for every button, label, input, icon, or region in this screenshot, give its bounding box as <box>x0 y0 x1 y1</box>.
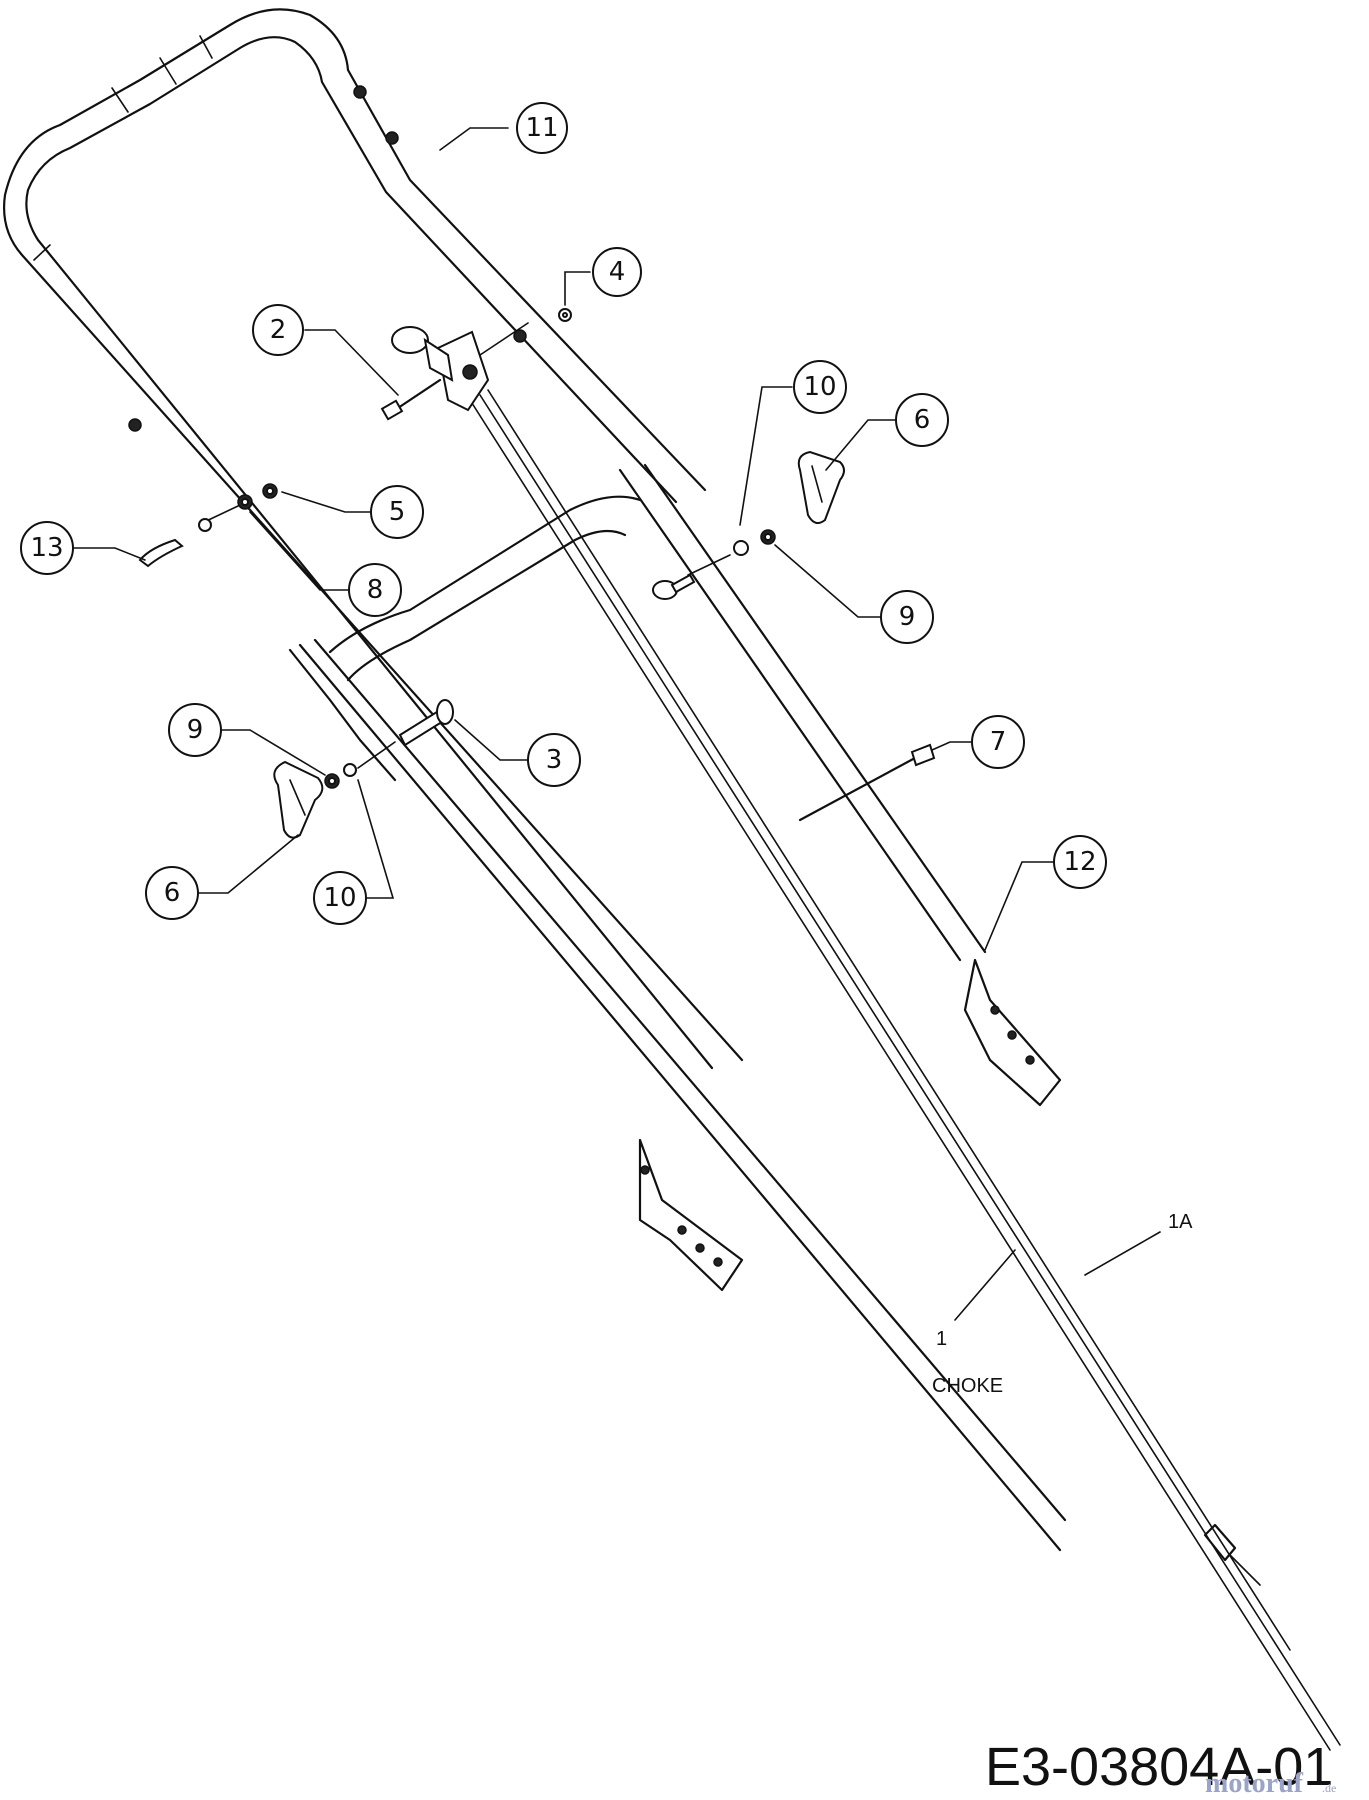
label-1a: 1A <box>1168 1211 1193 1233</box>
watermark-suffix: .de <box>1322 1781 1336 1795</box>
callout-6-right: 6 <box>825 393 949 471</box>
cable-tie <box>798 743 936 822</box>
callout-9-right: 9 <box>774 544 934 644</box>
callout-10-right: 10 <box>739 360 847 526</box>
choke-control <box>380 308 572 421</box>
label-1: 1 <box>936 1328 947 1350</box>
callout-number: 10 <box>323 883 356 913</box>
callout-number: 3 <box>546 745 563 775</box>
callout-6-left: 6 <box>145 834 299 920</box>
right-hardware <box>652 450 845 600</box>
callout-number: 7 <box>990 727 1007 757</box>
callout-number: 12 <box>1063 847 1096 877</box>
callout-number: 2 <box>270 315 287 345</box>
cable-labels: 1A 1 CHOKE <box>932 1211 1193 1397</box>
choke-cables <box>469 389 1341 1751</box>
callout-number: 8 <box>367 575 384 605</box>
callout-number: 6 <box>164 878 181 908</box>
callout-number: 5 <box>389 497 406 527</box>
callout-number: 9 <box>899 602 916 632</box>
callout-12: 12 <box>984 835 1107 951</box>
left-hardware <box>273 699 454 839</box>
callout-9-left: 9 <box>168 703 326 776</box>
label-choke: CHOKE <box>932 1375 1003 1397</box>
watermark: motoruf <box>1205 1768 1304 1799</box>
lower-handle-frame <box>288 463 1067 1552</box>
callout-13: 13 <box>20 521 146 575</box>
callout-5: 5 <box>281 485 424 539</box>
callout-11: 11 <box>439 102 568 154</box>
callout-number: 6 <box>914 405 931 435</box>
callout-number: 9 <box>187 715 204 745</box>
callout-10-left: 10 <box>313 779 395 925</box>
callout-7: 7 <box>931 715 1025 769</box>
callout-8: 8 <box>249 511 402 617</box>
drawing-code: E3-03804A-01 <box>985 1737 1333 1797</box>
callout-2: 2 <box>252 304 399 396</box>
callout-3: 3 <box>454 719 581 787</box>
callout-number: 10 <box>803 372 836 402</box>
callout-number: 4 <box>609 257 626 287</box>
callout-4: 4 <box>564 247 642 306</box>
upper-handle-frame <box>3 8 744 1292</box>
upper-left-hardware <box>138 483 278 568</box>
callout-number: 13 <box>30 533 63 563</box>
callout-number: 11 <box>525 113 558 143</box>
